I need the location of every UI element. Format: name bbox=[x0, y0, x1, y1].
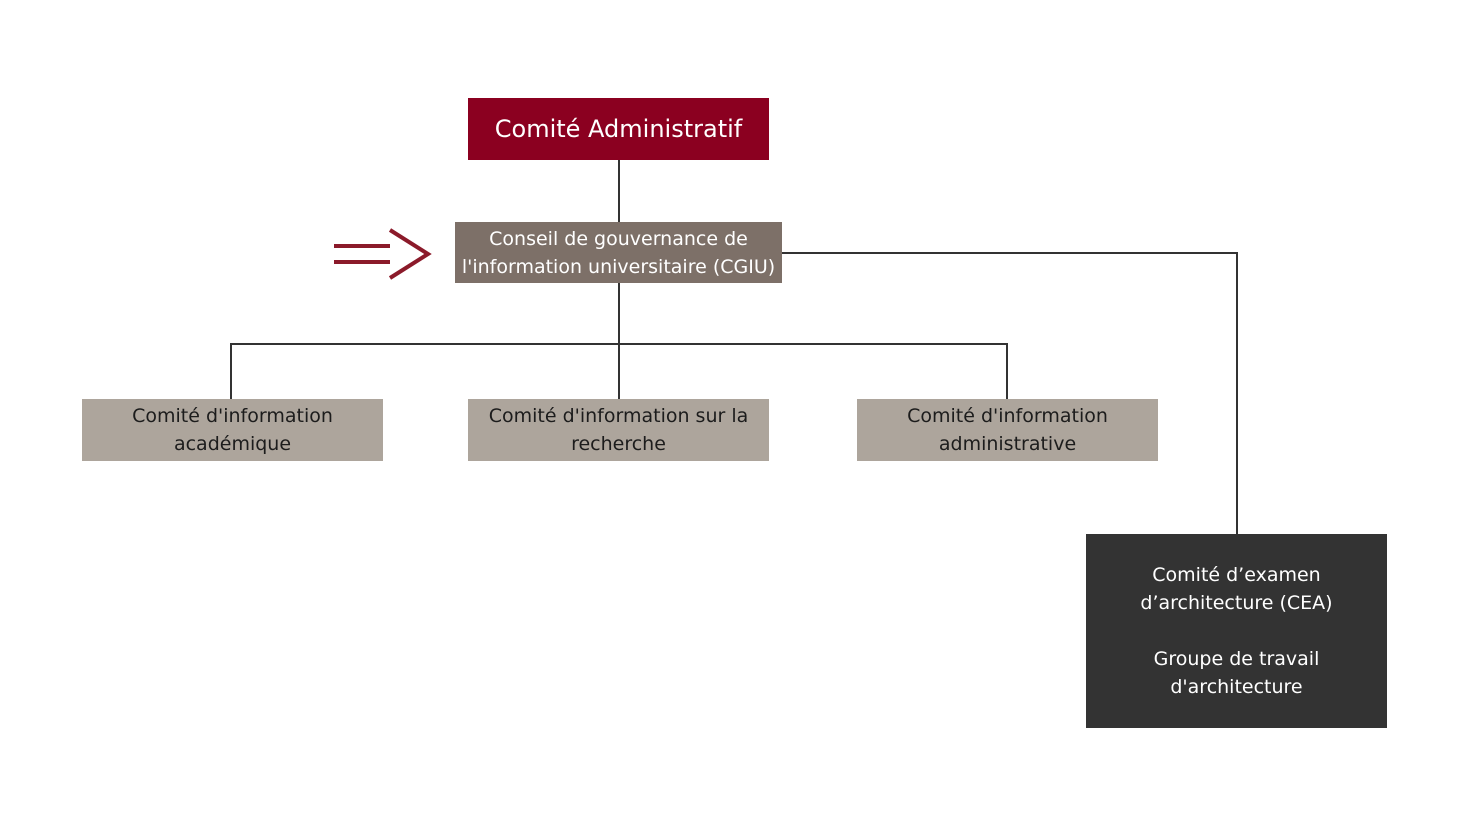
connector-cgiu-cea bbox=[781, 252, 1238, 535]
node-text-line: Groupe de travail bbox=[1153, 648, 1320, 670]
node-text-line: administrative bbox=[938, 433, 1077, 455]
node-text-line: académique bbox=[173, 433, 292, 455]
node-comite-information-academique: Comité d'information académique bbox=[82, 399, 383, 461]
node-text-line: d'architecture bbox=[1170, 676, 1303, 698]
node-comite-information-recherche: Comité d'information sur la recherche bbox=[468, 399, 769, 461]
node-cea: Comité d’examen d’architecture (CEA) Grou… bbox=[1086, 534, 1387, 728]
node-text-line: Comité d'information bbox=[132, 405, 333, 427]
cea-title: Comité d’examen d’architecture (CEA) bbox=[1140, 561, 1332, 617]
node-comite-administratif: Comité Administratif bbox=[468, 98, 769, 160]
node-text-line: recherche bbox=[571, 433, 666, 455]
node-comite-information-administrative: Comité d'information administrative bbox=[857, 399, 1158, 461]
cea-working-group: Groupe de travail d'architecture bbox=[1154, 645, 1320, 701]
node-cgiu: Conseil de gouvernance de l'information u… bbox=[455, 222, 782, 283]
node-text-line: Comité d'information bbox=[907, 405, 1108, 427]
double-right-arrow-icon bbox=[334, 228, 432, 280]
node-text-line: Comité d'information sur la bbox=[488, 405, 749, 427]
node-text-line: d’architecture (CEA) bbox=[1140, 592, 1333, 614]
node-text-line: l'information universitaire (CGIU) bbox=[461, 255, 776, 278]
node-text-line: Conseil de gouvernance de bbox=[489, 227, 748, 250]
node-text-line: Comité d’examen bbox=[1152, 564, 1321, 586]
node-text-line: Comité Administratif bbox=[494, 115, 743, 143]
